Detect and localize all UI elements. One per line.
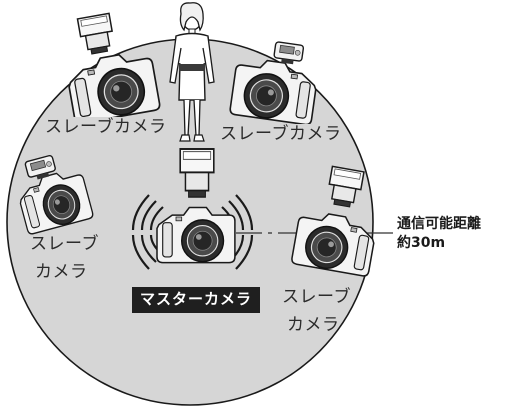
master-label: マスターカメラ [132,287,261,313]
slave-label-left-line2: カメラ [35,262,88,282]
range-note-distance-label: 通信可能距離 [397,216,481,232]
slave-label-left-line1: スレーブ [30,234,99,254]
slave-label-right-line2: カメラ [287,315,340,335]
slave-label-top-right: スレーブカメラ [220,124,342,145]
range-note: 通信可能距離 約30m [397,215,481,253]
person-figure [169,2,215,142]
slave-label-right-line1: スレーブ [282,287,351,307]
range-note-distance-value: 約30m [397,235,446,251]
slave-label-top-left: スレーブカメラ [45,117,167,138]
slave-camera-top-left [64,12,162,126]
